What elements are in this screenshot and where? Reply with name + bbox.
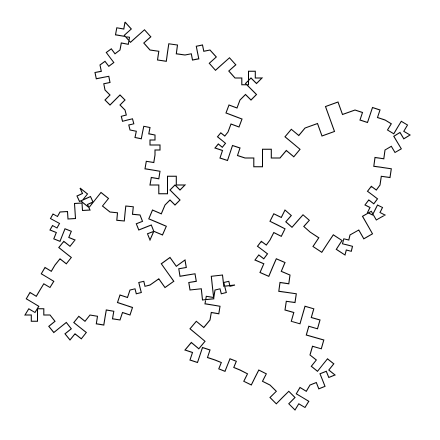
fractal-curve-group <box>24 21 411 411</box>
fractal-outline-path <box>24 21 411 411</box>
